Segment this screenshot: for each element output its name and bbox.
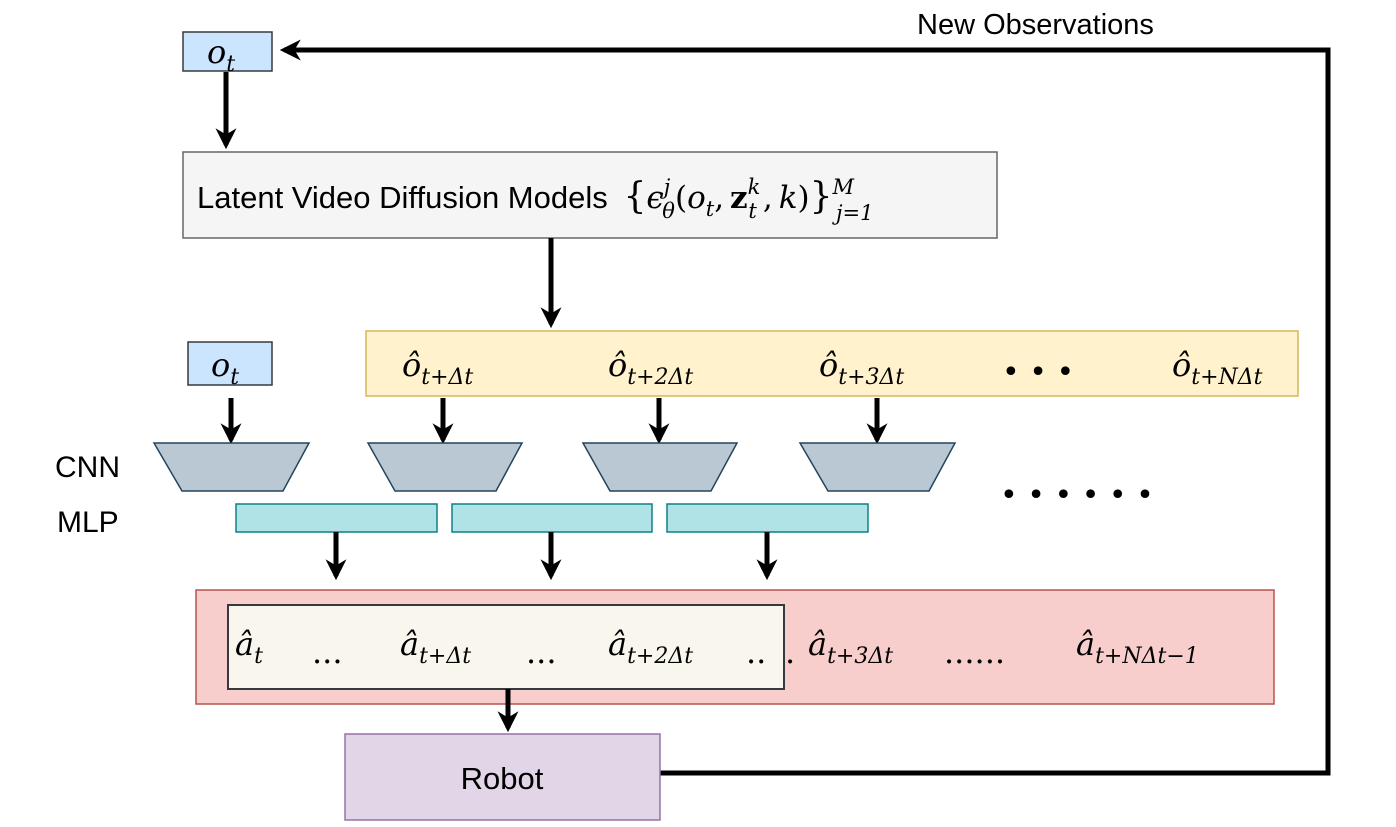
action-dots-4: . [785,633,795,671]
encoder-ellipsis: • • • • • • [1000,478,1154,513]
cnn-encoder-2 [366,442,524,492]
robot-node: Robot [344,733,661,821]
action-dots-3: .. [746,633,766,671]
top-observation-node: ot [182,31,273,77]
current-observation-var: o [211,346,230,384]
feedback-loop-connector [279,39,1331,776]
predicted-frames-node: ôt+Δt ôt+2Δt ôt+3Δt • • • ôt+NΔt [365,330,1299,397]
top-observation-sub: t [226,52,235,77]
diffusion-model-title: Latent Video Diffusion Models [197,180,608,215]
cnn-encoder-3 [581,442,739,492]
predicted-frames-box [365,330,1299,397]
svg-text:ot: ot [207,33,235,77]
action-sequence-node: ât ... ât+Δt ... ât+2Δt .. . ât+3Δt ....… [195,589,1275,705]
action-4: ât+3Δt [808,625,893,669]
mlp-label: MLP [57,506,119,539]
new-observations-label: New Observations [917,9,1154,41]
current-observation-node: ot [187,341,273,390]
mlp-head-1 [235,503,438,533]
robot-box [344,733,661,821]
cnn-encoder-1 [152,442,311,492]
mlp-head-2 [451,503,653,533]
action-3: ât+2Δt [608,625,693,669]
robot-label: Robot [461,761,544,796]
cnn-label: CNN [55,451,120,484]
current-observation-sub: t [230,365,239,390]
current-observation-box [187,341,273,386]
predicted-frame-3: ôt+3Δt [819,346,904,390]
svg-text:ot: ot [211,346,239,390]
top-observation-box [182,31,273,72]
action-2: ât+Δt [400,625,471,669]
svg-text:Latent Video Diffusion Models: Latent Video Diffusion Models {ϵjθ(ot,zk… [197,175,874,225]
top-observation-var: o [207,33,226,71]
action-dots-1: ... [312,633,343,671]
frames-ellipsis: • • • [1002,355,1074,390]
predicted-frame-1: ôt+Δt [402,346,473,390]
executed-actions-box [227,604,785,690]
action-dots-5: ...... [944,633,1005,671]
action-1: ât [235,625,263,669]
predicted-frame-2: ôt+2Δt [608,346,693,390]
action-n: ât+NΔt−1 [1076,625,1199,669]
predicted-frame-n: ôt+NΔt [1172,346,1263,390]
mlp-head-3 [666,503,869,533]
cnn-encoder-4 [798,442,957,492]
diffusion-model-box [182,151,998,239]
action-dots-2: ... [526,633,557,671]
